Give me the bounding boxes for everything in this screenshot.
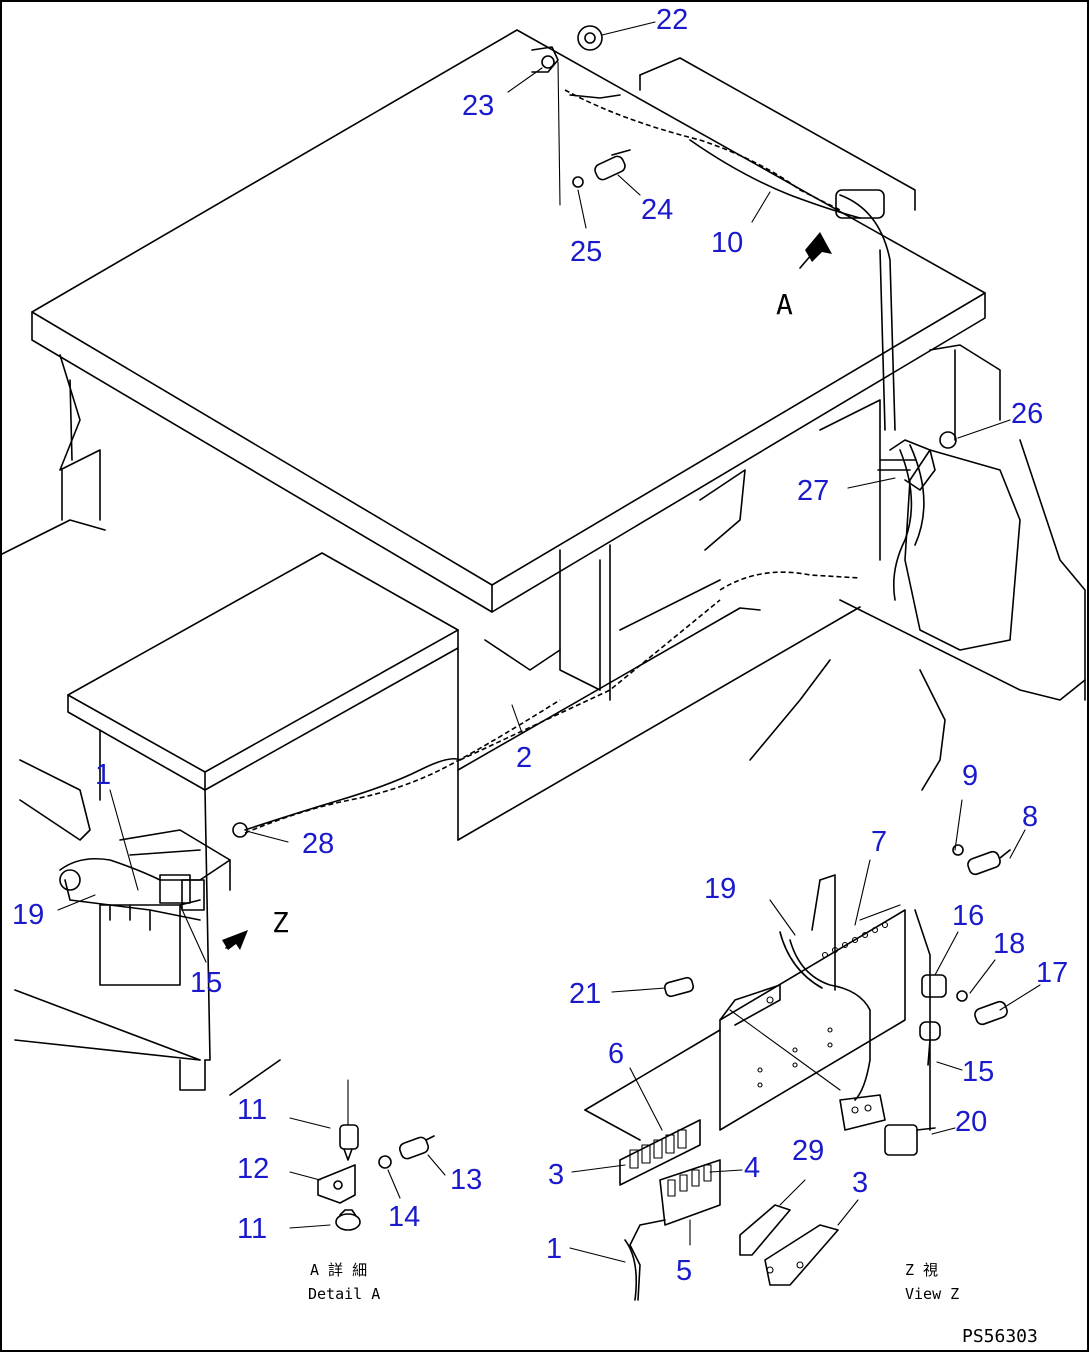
- part-label-20: 20: [955, 1106, 987, 1138]
- part-label-9: 9: [962, 760, 978, 792]
- lower-box-drawing: [14, 552, 561, 1096]
- top-fittings: [531, 25, 631, 206]
- view-marker-a: A: [776, 288, 793, 321]
- part-label-11: 11: [237, 1094, 267, 1126]
- part-label-27: 27: [797, 475, 829, 507]
- captions: A 詳 細 Detail A Z 視 View Z: [308, 1261, 959, 1303]
- part-label-19: 19: [12, 899, 44, 931]
- part-label-6: 6: [608, 1038, 624, 1070]
- connector-pins: [629, 1129, 687, 1169]
- part-label-13: 13: [450, 1164, 482, 1196]
- part-label-4: 4: [744, 1152, 760, 1184]
- part-label-8: 8: [1022, 801, 1038, 833]
- view-z-caption-symbol: Z 視: [905, 1261, 938, 1279]
- harness-routing: [459, 89, 957, 761]
- part-label-15-viewz: 15: [962, 1056, 994, 1088]
- terminal-holes: [757, 921, 889, 1088]
- part-label-3-viewz: 3: [852, 1167, 868, 1199]
- part-label-12: 12: [237, 1153, 269, 1185]
- part-label-29: 29: [792, 1135, 824, 1167]
- part-label-22: 22: [656, 4, 688, 36]
- leader-lines: [57, 21, 1041, 1263]
- part-label-28: 28: [302, 828, 334, 860]
- view-arrow-a: [799, 232, 832, 269]
- part-label-1-viewz: 1: [546, 1233, 562, 1265]
- part-label-23: 23: [462, 90, 494, 122]
- detail-a-caption-symbol: A 詳 細: [310, 1261, 367, 1279]
- detail-cluster-left: [59, 822, 248, 931]
- part-label-10: 10: [711, 227, 743, 259]
- main-body-drawing: [0, 29, 1086, 841]
- part-label-19-viewz: 19: [704, 873, 736, 905]
- view-marker-z: Z: [272, 906, 289, 939]
- detail-a-drawing: [317, 1079, 435, 1231]
- part-label-16: 16: [952, 900, 984, 932]
- view-z-drawing: [584, 844, 1011, 1301]
- part-label-1: 1: [95, 759, 111, 791]
- part-label-5: 5: [676, 1255, 692, 1287]
- view-arrow-z: [222, 930, 248, 950]
- part-label-25: 25: [570, 236, 602, 268]
- part-label-14: 14: [388, 1201, 420, 1233]
- part-label-15: 15: [190, 967, 222, 999]
- part-label-17: 17: [1036, 957, 1068, 989]
- detail-a-caption: Detail A: [308, 1285, 380, 1303]
- part-number-labels: 22 23 24 25 10 26 27 2 28 1 19 15 11 12 …: [12, 4, 1068, 1287]
- drawing-code: PS56303: [962, 1326, 1038, 1347]
- part-label-3: 3: [548, 1159, 564, 1191]
- part-label-26: 26: [1011, 398, 1043, 430]
- part-label-7: 7: [871, 826, 887, 858]
- part-label-18: 18: [993, 928, 1025, 960]
- part-label-11-lower: 11: [237, 1213, 267, 1245]
- part-label-21: 21: [569, 978, 601, 1010]
- part-label-24: 24: [641, 194, 673, 226]
- view-z-caption: View Z: [905, 1285, 959, 1303]
- part-label-2: 2: [516, 742, 532, 774]
